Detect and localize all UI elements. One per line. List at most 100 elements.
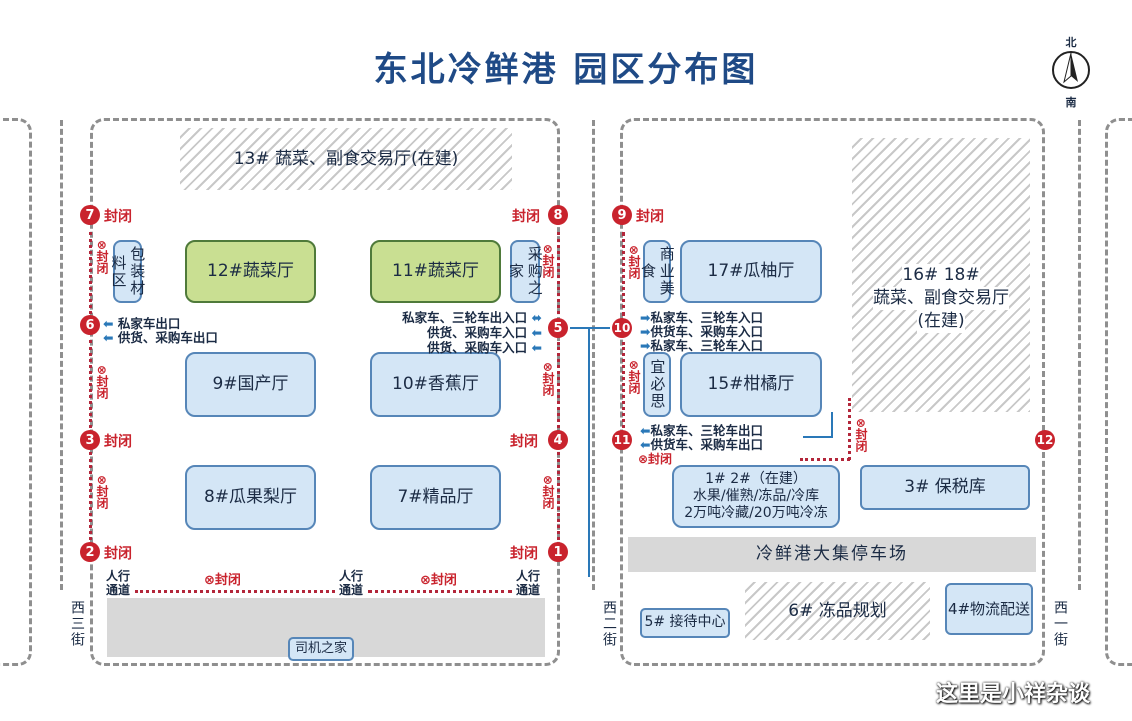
gate-4-closed: 封闭 <box>510 434 538 450</box>
hall-1-2-sub: 水果/催熟/冻品/冷库 <box>692 488 820 505</box>
hall-6-frozen-plan[interactable]: 6# 冻品规划 <box>745 582 930 640</box>
gate-marker-11[interactable]: 11 <box>612 430 632 450</box>
gate-marker-8[interactable]: 8 <box>548 205 568 225</box>
outer-zone-left <box>0 118 32 666</box>
gate-7-closed: 封闭 <box>104 209 132 225</box>
packaging-area[interactable]: 包装材料区 <box>110 240 146 303</box>
walkway-label: 人行通道 <box>105 569 130 598</box>
street-west-1: 西一街 <box>1052 600 1068 648</box>
gate-marker-1[interactable]: 1 <box>548 542 568 562</box>
connector-line <box>588 327 590 577</box>
gate-11-note: ⬅私家车、三轮车出口 <box>640 423 763 438</box>
gate-5-note: 供货、采购车入口 ⬅ <box>427 340 542 355</box>
hall-16-18-status: (在建) <box>917 309 965 333</box>
closed-label: ⊗封闭 <box>541 475 555 510</box>
hall-3-bonded[interactable]: 3# 保税库 <box>860 465 1030 510</box>
gate-11-closed: ⊗封闭 <box>638 452 673 466</box>
hall-13[interactable]: 13# 蔬菜、副食交易厅(在建) <box>180 128 512 190</box>
gate-marker-2[interactable]: 2 <box>80 542 100 562</box>
closed-label: ⊗封闭 <box>95 475 109 510</box>
closed-line <box>368 590 512 593</box>
closed-line <box>557 342 560 428</box>
gate-marker-12[interactable]: 12 <box>1035 430 1055 450</box>
gate-2-closed: 封闭 <box>104 546 132 562</box>
gate-6-note: ⬅ 私家车出口 <box>103 316 181 331</box>
road-line <box>1078 120 1081 590</box>
gate-marker-4[interactable]: 4 <box>548 430 568 450</box>
compass-icon: 北 南 <box>1048 34 1094 109</box>
hall-16-18[interactable]: 16# 18# 蔬菜、副食交易厅 (在建) <box>852 138 1030 412</box>
parking-lot[interactable]: 冷鲜港大集停车场 <box>628 537 1036 572</box>
hall-9[interactable]: 9#国产厅 <box>185 352 316 417</box>
gate-marker-10[interactable]: 10 <box>612 318 632 338</box>
watermark: 这里是小祥杂谈 <box>936 682 1091 707</box>
street-west-2: 西二街 <box>601 600 617 648</box>
closed-line <box>557 452 560 540</box>
closed-line <box>622 342 625 428</box>
zone-east <box>620 118 1045 666</box>
outer-zone-right <box>1105 118 1132 666</box>
compass-south: 南 <box>1065 96 1077 109</box>
gate-marker-7[interactable]: 7 <box>80 205 100 225</box>
gate-marker-6[interactable]: 6 <box>80 315 100 335</box>
commercial-food[interactable]: 商业美食 <box>639 240 676 303</box>
gate-1-closed: 封闭 <box>510 546 538 562</box>
closed-line <box>89 340 92 428</box>
gate-marker-5[interactable]: 5 <box>548 318 568 338</box>
closed-line <box>622 232 625 316</box>
hall-11[interactable]: 11#蔬菜厅 <box>370 240 501 303</box>
hall-17[interactable]: 17#瓜柚厅 <box>680 240 822 303</box>
closed-label: ⊗封闭 <box>627 245 641 280</box>
closed-label: ⊗封闭 <box>95 240 109 275</box>
hall-1-2-label: 1# 2#（在建） <box>705 471 807 488</box>
hall-12[interactable]: 12#蔬菜厅 <box>185 240 316 303</box>
gate-marker-3[interactable]: 3 <box>80 430 100 450</box>
closed-line <box>89 232 92 314</box>
hall-1-2[interactable]: 1# 2#（在建） 水果/催熟/冻品/冷库 2万吨冷藏/20万吨冷冻 <box>672 465 840 528</box>
walkway-label: 人行通道 <box>515 569 540 598</box>
hall-16-18-label: 16# 18# <box>902 264 980 287</box>
gate-marker-9[interactable]: 9 <box>612 205 632 225</box>
gate-10-note: ➡私家车、三轮车入口 <box>640 338 763 353</box>
closed-line <box>89 452 92 540</box>
gate-9-closed: 封闭 <box>636 209 664 225</box>
closed-label: ⊗封闭 <box>627 360 641 395</box>
compass-north: 北 <box>1065 36 1077 49</box>
closed-label: ⊗封闭 <box>854 418 868 453</box>
gate-10-note: ➡供货车、采购车入口 <box>640 324 763 339</box>
hall-8[interactable]: 8#瓜果梨厅 <box>185 465 316 530</box>
gate-3-closed: 封闭 <box>104 434 132 450</box>
street-west-3: 西三街 <box>69 600 85 648</box>
ibis[interactable]: 宜必思 <box>643 352 671 417</box>
gate-10-note: ➡私家车、三轮车入口 <box>640 310 763 325</box>
walkway-closed: ⊗封闭 <box>204 573 241 588</box>
closed-line <box>557 232 560 314</box>
gate-11-note: ⬅供货车、采购车出口 <box>640 437 763 452</box>
hall-15[interactable]: 15#柑橘厅 <box>680 352 822 417</box>
hall-16-18-sub: 蔬菜、副食交易厅 <box>873 286 1009 310</box>
map-title: 东北冷鲜港 园区分布图 <box>373 50 759 90</box>
hall-4-logistics[interactable]: 4#物流配送 <box>945 583 1033 635</box>
closed-label: ⊗封闭 <box>541 244 555 279</box>
gate-6-note: ⬅ 供货、采购车出口 <box>103 330 218 345</box>
closed-line <box>800 458 850 461</box>
closed-line <box>135 590 335 593</box>
hall-1-2-capacity: 2万吨冷藏/20万吨冷冻 <box>684 504 828 521</box>
closed-label: ⊗封闭 <box>95 365 109 400</box>
closed-line <box>848 398 851 460</box>
driver-home[interactable]: 司机之家 <box>288 637 354 661</box>
gate-8-closed: 封闭 <box>512 209 540 225</box>
connector-arrow <box>570 327 610 329</box>
walkway-label: 人行通道 <box>338 569 363 598</box>
purchase-home[interactable]: 采购之家 <box>507 240 544 303</box>
hall-7[interactable]: 7#精品厅 <box>370 465 501 530</box>
gate-5-note: 私家车、三轮车出入口 ⬌ <box>402 310 542 325</box>
walkway-closed: ⊗封闭 <box>420 573 457 588</box>
gate-5-note: 供货、采购车入口 ⬅ <box>427 325 542 340</box>
hall-5-reception[interactable]: 5# 接待中心 <box>640 608 730 638</box>
turn-arrow <box>803 412 833 438</box>
closed-label: ⊗封闭 <box>541 362 555 397</box>
hall-10[interactable]: 10#香蕉厅 <box>370 352 501 417</box>
road-line <box>60 120 63 590</box>
road-line <box>592 120 595 590</box>
